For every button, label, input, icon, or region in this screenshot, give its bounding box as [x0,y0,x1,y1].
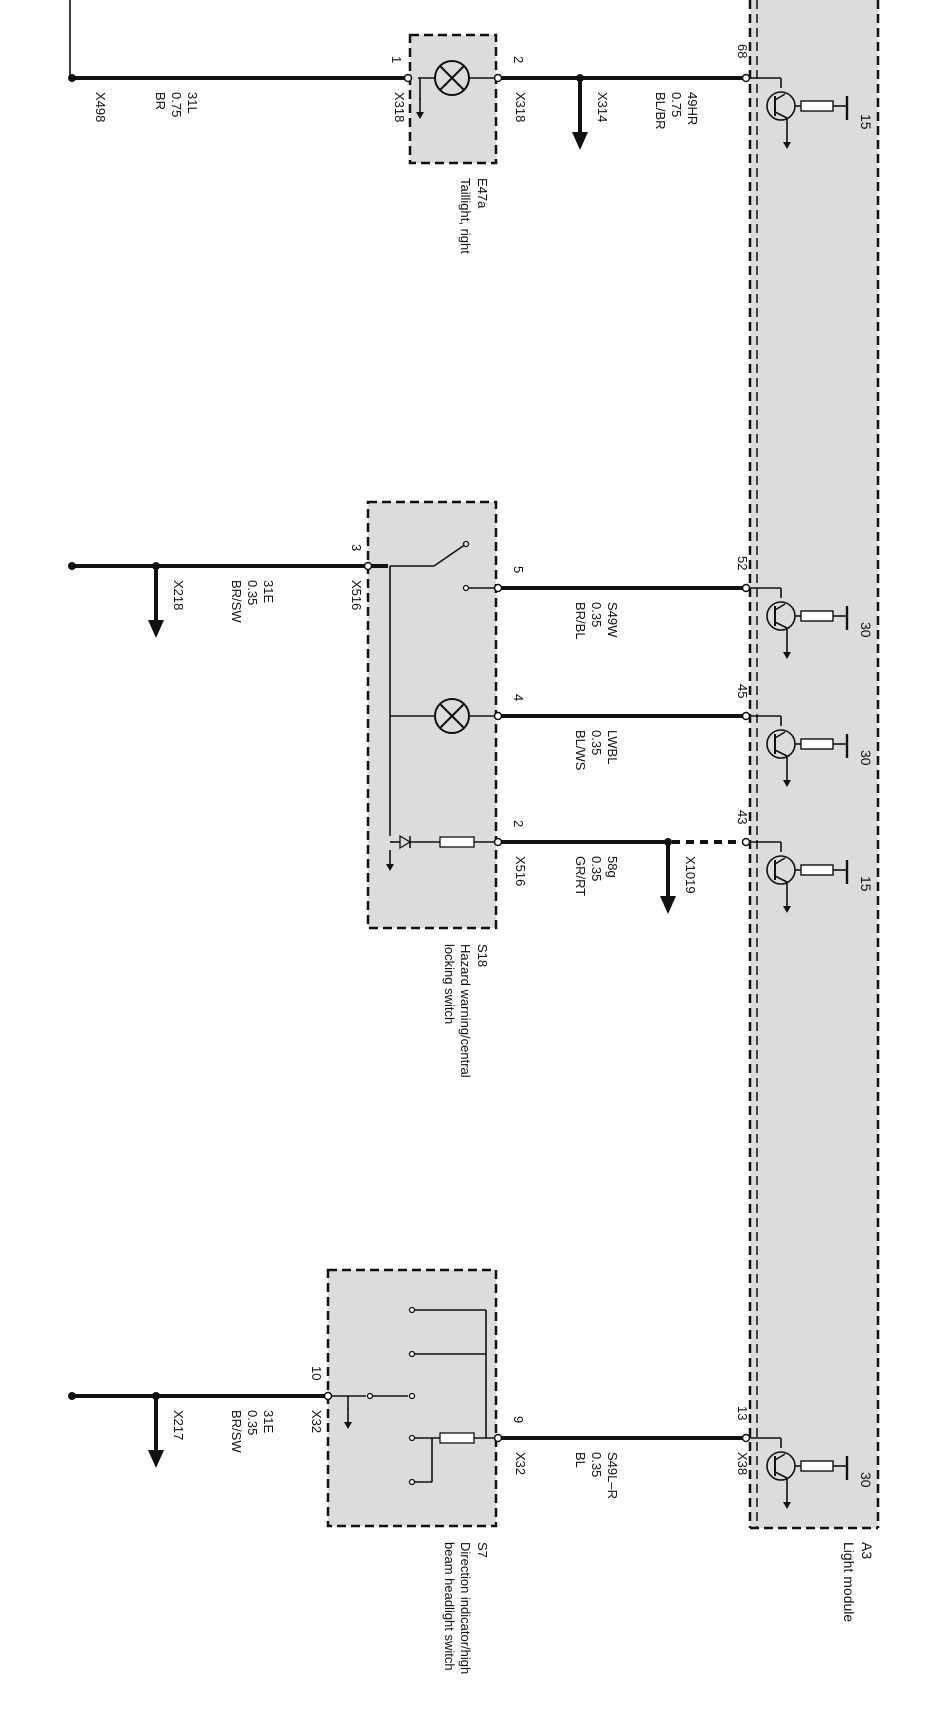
direction-ref: S7 [475,1542,490,1558]
module-name: Light module [841,1542,857,1622]
sig-58g: 58g [605,856,620,878]
color-31e-b: BR/SW [229,1410,244,1453]
pin-1: 1 [389,56,404,63]
taillight-name: Taillight, right [458,178,473,254]
ground-x218: X218 [171,580,186,610]
direction-switch-s7 [326,1268,498,1528]
pin-52-comp: 5 [511,566,526,573]
pin-68-comp: 2 [511,56,526,63]
pin-52-module: 52 [735,556,750,570]
ground-x1019: X1019 [683,856,698,894]
sig-s49w: S49W [605,602,620,638]
hazard-switch-s18 [366,500,498,930]
sig-31e-b: 31E [261,1410,276,1433]
conn-x318-b: X318 [513,92,528,122]
rail-label-43: 15 [858,876,874,892]
color-31l: BR [153,92,168,110]
size-31l: 0.75 [169,92,184,117]
size-s49w: 0.35 [589,602,604,627]
pin-13-comp: 9 [511,1416,526,1423]
pin-43-comp: 2 [511,820,526,827]
hazard-name-1: Hazard warning/central [458,944,473,1078]
conn-x516-a: X516 [349,580,364,610]
module-ref: A3 [859,1542,875,1559]
color-s49l-r: BL [573,1452,588,1468]
end-x498: X498 [93,92,108,122]
color-lwbl: BL/WS [573,730,588,771]
pin-10: 10 [309,1366,324,1380]
color-49hr: BL/BR [653,92,668,130]
hazard-name-2: locking switch [442,944,457,1024]
size-49hr: 0.75 [669,92,684,117]
rail-label-13: 30 [858,1472,874,1488]
taillight-e47a [408,33,498,165]
ground-x314: X314 [595,92,610,122]
size-31e-a: 0.35 [245,580,260,605]
direction-name-2: beam headlight switch [442,1542,457,1671]
pin-68-module: 68 [735,44,750,58]
pin-3: 3 [349,544,364,551]
sig-lwbl: LWBL [605,730,620,764]
pin-45-comp: 4 [511,694,526,701]
pin-terminals [323,73,751,1443]
sig-s49l-r: S49L–R [605,1452,620,1499]
conn-x516-b: X516 [513,856,528,886]
color-s49w: BR/BL [573,602,588,640]
rail-label-45: 30 [858,750,874,766]
conn-x38: X38 [735,1452,750,1475]
pin-45-module: 45 [735,684,750,698]
light-module-box [748,0,880,1530]
conn-x32-a: X32 [309,1410,324,1433]
sig-31l: 31L [185,92,200,114]
color-58g: GR/RT [573,856,588,896]
size-58g: 0.35 [589,856,604,881]
size-lwbl: 0.35 [589,730,604,755]
direction-name-1: Direction indicator/high [458,1542,473,1674]
sig-49hr: 49HR [685,92,700,125]
taillight-ref: E47a [475,178,490,209]
conn-x32-b: X32 [513,1452,528,1475]
rail-label-68: 15 [858,114,874,130]
rail-label-52: 30 [858,622,874,638]
pin-43-module: 43 [735,810,750,824]
conn-x318-a: X318 [392,92,407,122]
hazard-ref: S18 [475,944,490,967]
ground-x217: X217 [171,1410,186,1440]
pin-13-module: 13 [735,1406,750,1420]
size-s49l-r: 0.35 [589,1452,604,1477]
color-31e-a: BR/SW [229,580,244,623]
size-31e-b: 0.35 [245,1410,260,1435]
sig-31e-a: 31E [261,580,276,603]
